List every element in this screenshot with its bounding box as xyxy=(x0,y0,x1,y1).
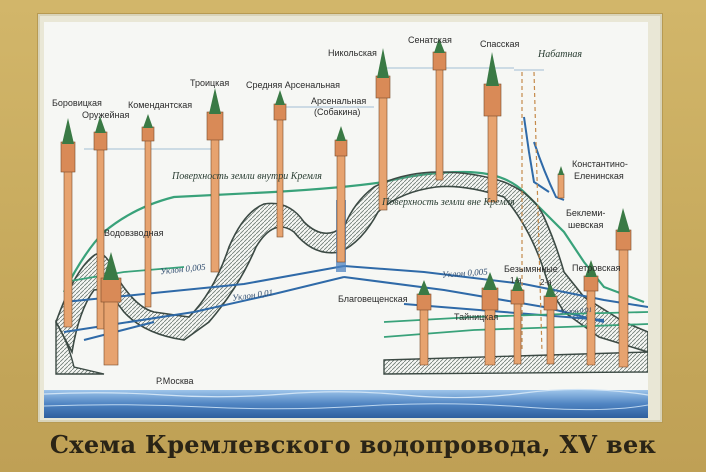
exhibit-caption: Схема Кремлевского водопровода, XV век xyxy=(49,430,657,459)
tower-konstantino-eleninskaya xyxy=(557,166,565,199)
tower-senatskaya xyxy=(432,38,447,181)
tower-troitskaya xyxy=(206,88,224,273)
label-konstantino-1: Константино- xyxy=(572,159,628,169)
tower-bezymyannaya-2 xyxy=(543,282,558,365)
label-srednyaya-arsenalnaya: Средняя Арсенальная xyxy=(246,80,341,90)
label-borovitskaya: Боровицкая xyxy=(52,98,102,108)
tower-komendantskaya xyxy=(141,114,155,308)
tower-beklemishevskaya xyxy=(583,260,599,366)
kremlin-water-supply-scheme xyxy=(44,38,648,418)
ground-profile-hatched xyxy=(55,171,648,355)
label-surface-inside: Поверхность земли внутри Кремля xyxy=(172,171,322,182)
label-beklemi-1: Беклеми- xyxy=(566,208,606,218)
label-blagoveshchenskaya: Благовещенская xyxy=(338,294,408,304)
label-sobakina: (Собакина) xyxy=(314,107,361,117)
tower-nikolskaya xyxy=(375,48,391,211)
tower-vodovzvodnaya xyxy=(100,252,122,366)
label-spasskaya: Спасская xyxy=(480,39,520,49)
towers xyxy=(60,38,632,368)
tower-taynitskaya xyxy=(481,272,499,366)
tower-petrovskaya xyxy=(615,208,632,368)
label-beklemi-2: шевская xyxy=(568,220,604,230)
diagram-paper: Боровицкая Оружейная Комендантская Троиц… xyxy=(44,22,648,418)
tower-srednyaya-arsenalnaya xyxy=(273,90,287,238)
tower-oruzheynaya xyxy=(93,116,108,330)
label-oruzheynaya: Оружейная xyxy=(82,110,130,120)
label-petrovskaya: Петровская xyxy=(572,263,621,273)
label-troitskaya: Троицкая xyxy=(190,78,230,88)
tower-arsenalnaya-sobakina xyxy=(334,126,348,263)
label-bez-1: 1-я xyxy=(510,276,522,285)
label-bezymyannye: Безымянные xyxy=(504,264,558,274)
label-vodovzvodnaya: Водовзводная xyxy=(104,228,164,238)
tower-blagoveshchenskaya xyxy=(416,280,432,366)
label-nabatnaya: Набатная xyxy=(538,49,583,60)
label-komendantskaya: Комендантская xyxy=(128,100,193,110)
label-bez-2: 2-я xyxy=(540,278,552,287)
dashed-connection-lines xyxy=(521,71,543,353)
label-nikolskaya: Никольская xyxy=(328,48,377,58)
tower-bezymyannaya-1 xyxy=(510,276,525,365)
river-moskva-water xyxy=(44,390,648,418)
label-taynitskaya: Тайницкая xyxy=(454,312,499,322)
tower-spasskaya xyxy=(483,52,502,203)
label-river-moskva: Р.Москва xyxy=(156,376,194,386)
label-senatskaya: Сенатская xyxy=(408,35,452,45)
label-konstantino-2: Еленинская xyxy=(574,171,624,181)
tower-borovitskaya xyxy=(60,118,76,328)
label-surface-outside: Поверхность земли вне Кремля xyxy=(382,197,515,208)
label-arsenalnaya: Арсенальная xyxy=(311,96,367,106)
